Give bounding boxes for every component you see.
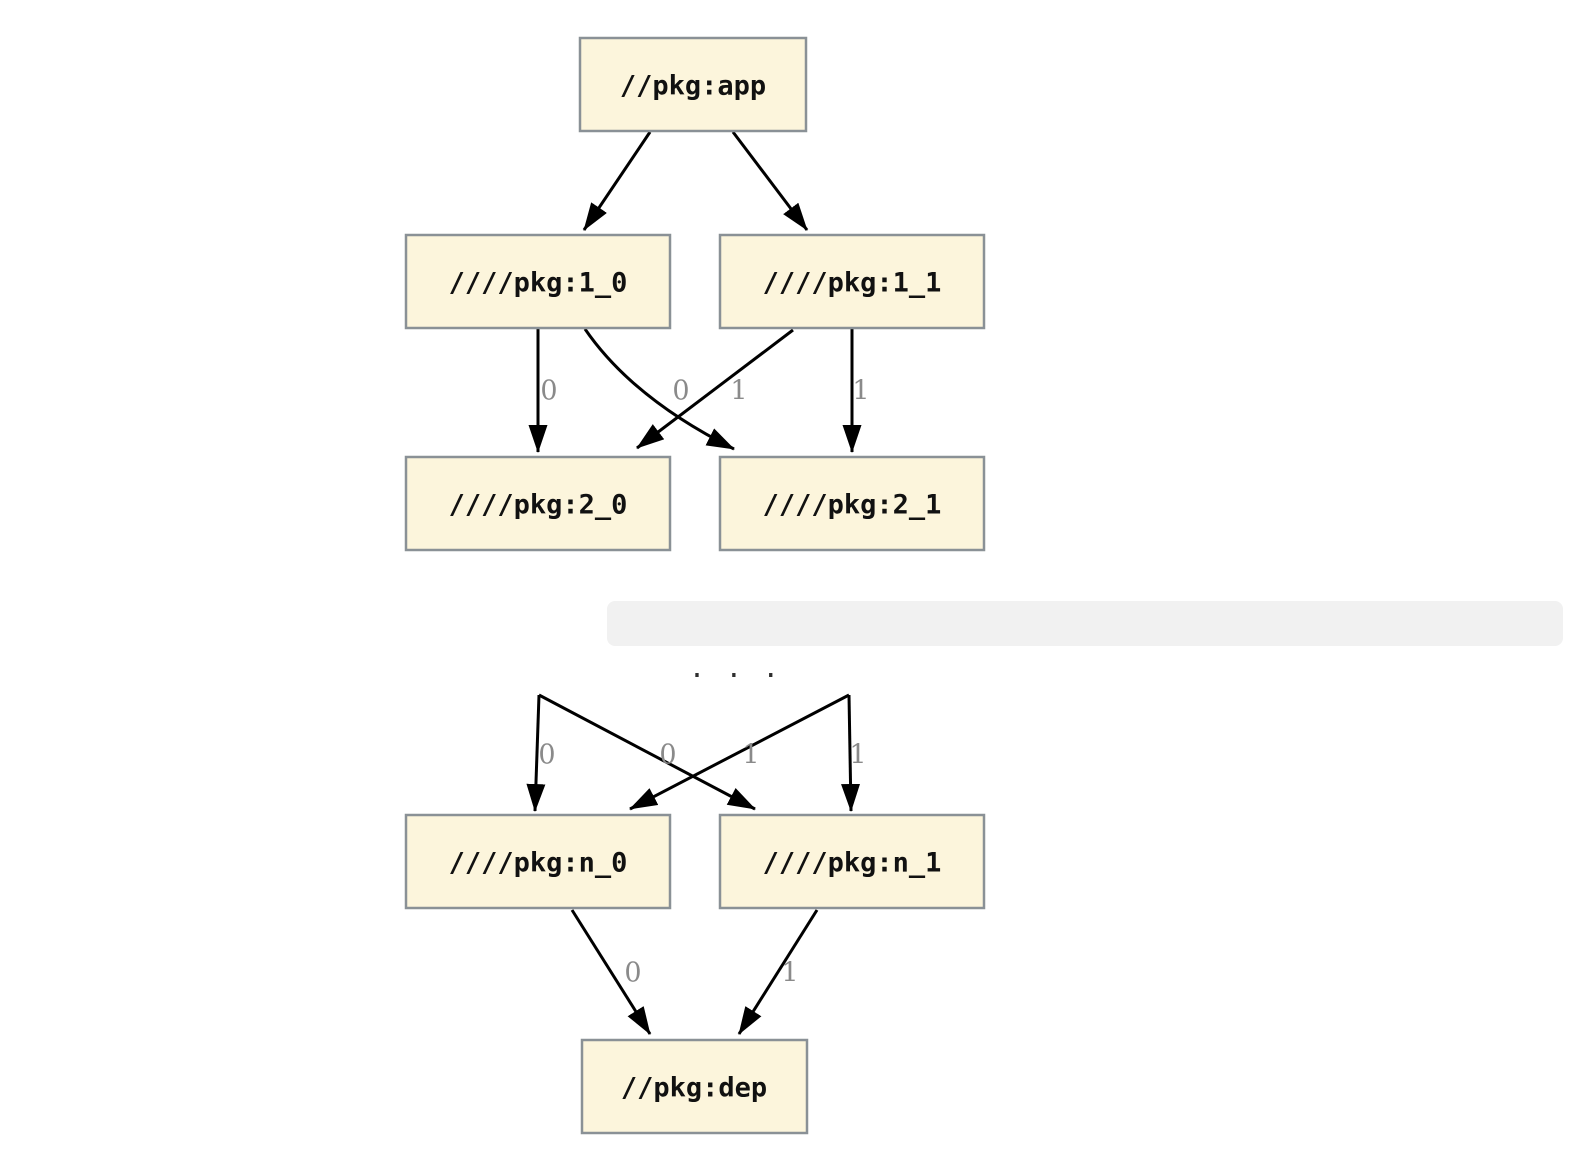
edge-label: 0 xyxy=(540,376,557,407)
edge-label: 1 xyxy=(781,958,798,989)
bottom-graph-edges xyxy=(526,693,861,1035)
edge-n-0-to-dep xyxy=(570,909,652,1035)
node-pkg-1-1: ////pkg:1_1 xyxy=(718,233,986,330)
bottom-graph-edge-labels: 0 0 1 1 0 1 xyxy=(538,740,866,989)
edge-prev-to-n-0 xyxy=(526,694,546,812)
node-pkg-1-0: ////pkg:1_0 xyxy=(404,233,672,330)
node-box xyxy=(718,455,986,552)
node-label: ////pkg:1_1 xyxy=(763,268,942,299)
edge-label: 1 xyxy=(730,376,747,407)
node-pkg-app: //pkg:app xyxy=(578,36,808,133)
top-graph-edges xyxy=(528,131,862,453)
node-pkg-2-0: ////pkg:2_0 xyxy=(404,455,672,552)
node-pkg-dep: //pkg:dep xyxy=(580,1038,809,1135)
top-graph-edge-labels: 0 0 1 1 xyxy=(540,376,869,407)
edge-prev-to-n-1 xyxy=(841,694,861,812)
ellipsis-bar: . . . xyxy=(607,601,1563,684)
top-graph: 0 0 1 1 //pkg:app ////pkg:1_0 ////pkg:1_… xyxy=(404,36,986,552)
node-pkg-n-0: ////pkg:n_0 xyxy=(404,813,672,910)
node-label: ////pkg:n_0 xyxy=(449,848,628,879)
node-pkg-2-1: ////pkg:2_1 xyxy=(718,455,986,552)
node-label: ////pkg:n_1 xyxy=(763,848,942,879)
node-label: ////pkg:2_1 xyxy=(763,490,942,521)
edge-label: 1 xyxy=(742,740,759,771)
node-box xyxy=(404,813,672,910)
edge-app-to-1-0 xyxy=(582,131,652,231)
node-box xyxy=(718,813,986,910)
node-label: ////pkg:2_0 xyxy=(449,490,628,521)
edge-n-1-to-dep xyxy=(737,909,819,1035)
ellipsis-text: . . . xyxy=(688,653,782,684)
node-box xyxy=(404,233,672,330)
node-box xyxy=(580,1038,809,1135)
edge-1-0-to-2-1 xyxy=(583,328,735,451)
edge-label: 1 xyxy=(852,376,869,407)
node-label: //pkg:dep xyxy=(621,1073,767,1104)
edge-prev-to-n-0-cross xyxy=(629,693,850,811)
node-label: ////pkg:1_0 xyxy=(449,268,628,299)
node-box xyxy=(718,233,986,330)
edge-app-to-1-1 xyxy=(731,131,809,231)
edge-label: 0 xyxy=(538,740,555,771)
edge-label: 1 xyxy=(849,740,866,771)
edge-label: 0 xyxy=(659,740,676,771)
bottom-graph: 0 0 1 1 0 1 ////pkg:n_0 ////pkg:n_1 //pk… xyxy=(404,693,986,1135)
node-box xyxy=(404,455,672,552)
edge-label: 0 xyxy=(672,376,689,407)
edge-prev-to-n-1-cross xyxy=(538,693,756,811)
node-pkg-n-1: ////pkg:n_1 xyxy=(718,813,986,910)
node-label: //pkg:app xyxy=(620,71,766,102)
edge-label: 0 xyxy=(624,958,641,989)
edge-1-1-to-2-0 xyxy=(636,328,794,450)
node-box xyxy=(578,36,808,133)
